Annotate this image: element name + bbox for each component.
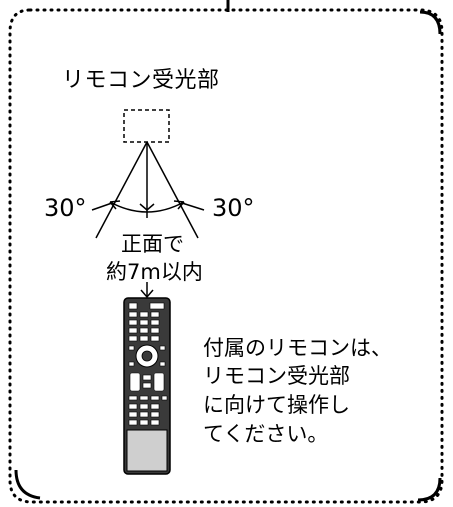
range-label-line1: 正面で (121, 232, 184, 256)
cone-line-left (95, 141, 148, 239)
dotted-frame (8, 8, 444, 504)
angle-label-right: 30° (212, 194, 255, 222)
instruction-line4: てください。 (203, 422, 329, 446)
frame-corner-mark (417, 477, 442, 502)
instruction-line1: 付属のリモコンは、 (203, 336, 392, 360)
instruction-line3: に向けて操作し (203, 393, 350, 417)
range-label-line2: 約7m以内 (106, 260, 203, 284)
remote-control-icon (123, 297, 171, 475)
cone-line-right (146, 141, 199, 239)
angle-label-left: 30° (44, 194, 87, 222)
sensor-box-icon (123, 109, 170, 143)
sensor-title: リモコン受光部 (62, 68, 220, 93)
angle-arc (109, 201, 185, 213)
instruction-line2: リモコン受光部 (203, 364, 350, 388)
angle-leader-right (181, 202, 205, 211)
frame-corner-mark (14, 469, 41, 500)
frame-corner-mark (419, 10, 442, 35)
angle-leader-left (91, 202, 113, 211)
arc-arrowhead-center (139, 203, 155, 211)
arrow-down-head (140, 289, 154, 299)
